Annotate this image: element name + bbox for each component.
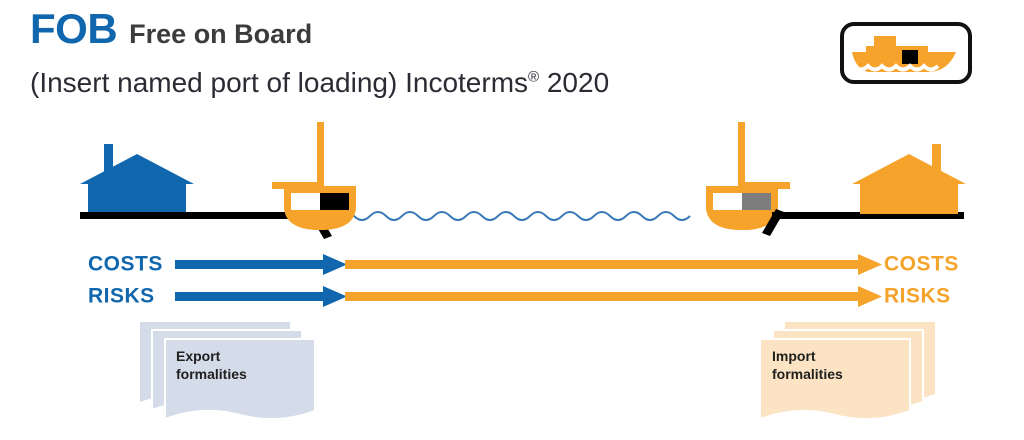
risks-buyer-arrow	[345, 286, 882, 307]
costs-row: COSTS COSTS	[0, 248, 1024, 280]
export-formalities-label: Export formalities	[176, 348, 247, 382]
export-formalities-stack: Export formalities	[140, 320, 316, 421]
subtitle-main-text: (Insert named port of loading) Incoterms	[30, 67, 529, 98]
destination-ship	[706, 122, 790, 230]
risks-buyer-label: RISKS	[884, 284, 951, 308]
import-formalities-label: Import formalities	[772, 348, 843, 382]
costs-buyer-arrow	[345, 254, 882, 275]
costs-seller-arrow	[175, 254, 347, 275]
risks-seller-label: RISKS	[88, 284, 155, 308]
costs-seller-label: COSTS	[88, 252, 163, 276]
import-formalities-stack: Import formalities	[759, 320, 935, 421]
transport-mode-badge	[840, 22, 972, 84]
destination-quay	[762, 209, 964, 236]
buyer-warehouse	[852, 144, 966, 214]
page-title: FOB Free on Board	[30, 8, 312, 50]
seller-warehouse	[80, 144, 194, 214]
incoterm-code: FOB	[30, 5, 118, 52]
ship-icon	[852, 36, 956, 72]
risks-row: RISKS RISKS	[0, 280, 1024, 312]
incoterm-name: Free on Board	[129, 19, 313, 49]
costs-risks-flow: COSTS COSTS RISKS RISKS	[0, 248, 1024, 318]
risks-seller-arrow	[175, 286, 347, 307]
water-line	[337, 211, 691, 221]
subtitle-year: 2020	[539, 67, 610, 98]
logistics-scene	[0, 118, 1024, 248]
page-subtitle: (Insert named port of loading) Incoterms…	[30, 66, 609, 100]
registered-mark: ®	[528, 68, 540, 86]
origin-ship	[272, 122, 356, 230]
costs-buyer-label: COSTS	[884, 252, 959, 276]
